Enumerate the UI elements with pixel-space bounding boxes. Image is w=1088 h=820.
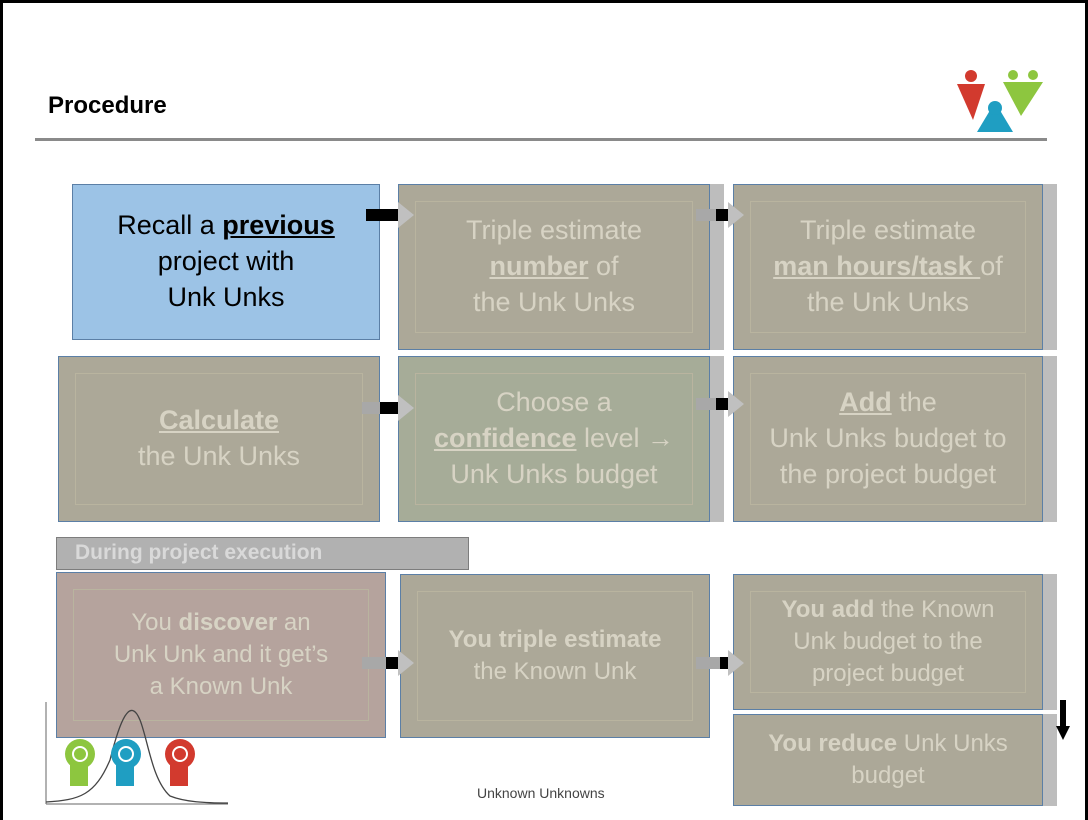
- exec-add-known-line3: project budget: [811, 659, 965, 687]
- exec-triple-estimate[interactable]: You triple estimate the Known Unk: [400, 574, 710, 738]
- step-confidence-line1: Choose a: [496, 387, 612, 418]
- step-add-line3: the project budget: [779, 458, 997, 489]
- exec-discover-emphasis: discover: [178, 609, 278, 637]
- head-red-icon: [165, 739, 195, 786]
- title-divider: [35, 138, 1047, 141]
- exec-triple-line2: the Known Unk: [473, 658, 637, 685]
- step-confidence-emphasis: confidence: [433, 423, 577, 454]
- bell-curve-icon: [45, 702, 229, 805]
- exec-add-known-line1b: the Known: [874, 596, 995, 624]
- arrow-right-icon: [362, 650, 414, 676]
- arrow-right-icon: [362, 395, 414, 421]
- exec-reduce-line1b: Unk Unks: [897, 730, 1008, 758]
- step-recall-line3: Unk Unks: [167, 281, 285, 312]
- step-confidence[interactable]: Choose a confidence level → Unk Unks bud…: [398, 356, 710, 522]
- step-add-line2: Unk Unks budget to: [769, 423, 1007, 454]
- step-recall-line2: project with: [157, 246, 295, 277]
- step-recall-emphasis: previous: [222, 210, 335, 241]
- page-title: Procedure: [48, 92, 167, 119]
- arrow-right-icon: [696, 650, 744, 676]
- arrow-right-icon: [696, 202, 744, 228]
- step-confidence-line3: Unk Unks budget: [450, 458, 658, 489]
- step-triple-hours[interactable]: Triple estimate man hours/task of the Un…: [733, 184, 1043, 350]
- exec-triple-emphasis: You triple estimate: [448, 626, 662, 654]
- exec-add-known[interactable]: You add the Known Unk budget to the proj…: [733, 574, 1043, 710]
- step-triple-number-line3: the Unk Unks: [472, 286, 636, 317]
- step-recall-text-a: Recall a: [117, 210, 223, 241]
- exec-discover-line2: Unk Unk and it get’s: [113, 641, 329, 669]
- step-calculate-line2: the Unk Unks: [137, 441, 301, 471]
- step-triple-hours-emphasis: man hours/task: [773, 251, 981, 282]
- step-triple-number-line2b: of: [588, 251, 619, 282]
- step-triple-hours-line1: Triple estimate: [799, 215, 977, 246]
- arrow-right-icon: [696, 391, 744, 417]
- step-add-emphasis: Add: [839, 387, 892, 418]
- step-calculate[interactable]: Calculate the Unk Unks: [58, 356, 380, 522]
- step-add-budget[interactable]: Add the Unk Unks budget to the project b…: [733, 356, 1043, 522]
- step-triple-hours-line3: the Unk Unks: [806, 286, 970, 317]
- head-teal-icon: [111, 739, 141, 786]
- exec-reduce-line2: budget: [851, 762, 925, 789]
- step-triple-hours-line2b: of: [980, 251, 1003, 282]
- step-calculate-emphasis: Calculate: [158, 405, 280, 436]
- exec-add-known-line2: Unk budget to the: [793, 628, 983, 656]
- step-add-line1b: the: [891, 387, 937, 418]
- head-green-icon: [65, 739, 95, 786]
- exec-discover[interactable]: You discover an Unk Unk and it get’s a K…: [56, 572, 386, 738]
- step-recall-previous[interactable]: Recall a previous project with Unk Unks: [72, 184, 380, 340]
- exec-reduce-emphasis: You reduce: [768, 730, 898, 758]
- exec-reduce-budget[interactable]: You reduce Unk Unks budget: [733, 714, 1043, 806]
- exec-add-known-emphasis: You add: [781, 596, 875, 624]
- arrow-down-icon: [1056, 700, 1070, 740]
- exec-discover-a: You: [131, 609, 179, 637]
- step-triple-number-emphasis: number: [489, 251, 589, 282]
- logo-icon: [957, 70, 1043, 132]
- phase-label-execution: During project execution: [56, 537, 469, 570]
- footer-text: Unknown Unknowns: [477, 785, 605, 801]
- step-triple-number-line1: Triple estimate: [465, 215, 643, 246]
- exec-discover-c: an: [277, 609, 311, 637]
- exec-discover-line3: a Known Unk: [149, 672, 293, 700]
- step-confidence-line2b: level →: [576, 423, 675, 454]
- arrow-right-icon: [366, 202, 414, 228]
- step-triple-number[interactable]: Triple estimate number of the Unk Unks: [398, 184, 710, 350]
